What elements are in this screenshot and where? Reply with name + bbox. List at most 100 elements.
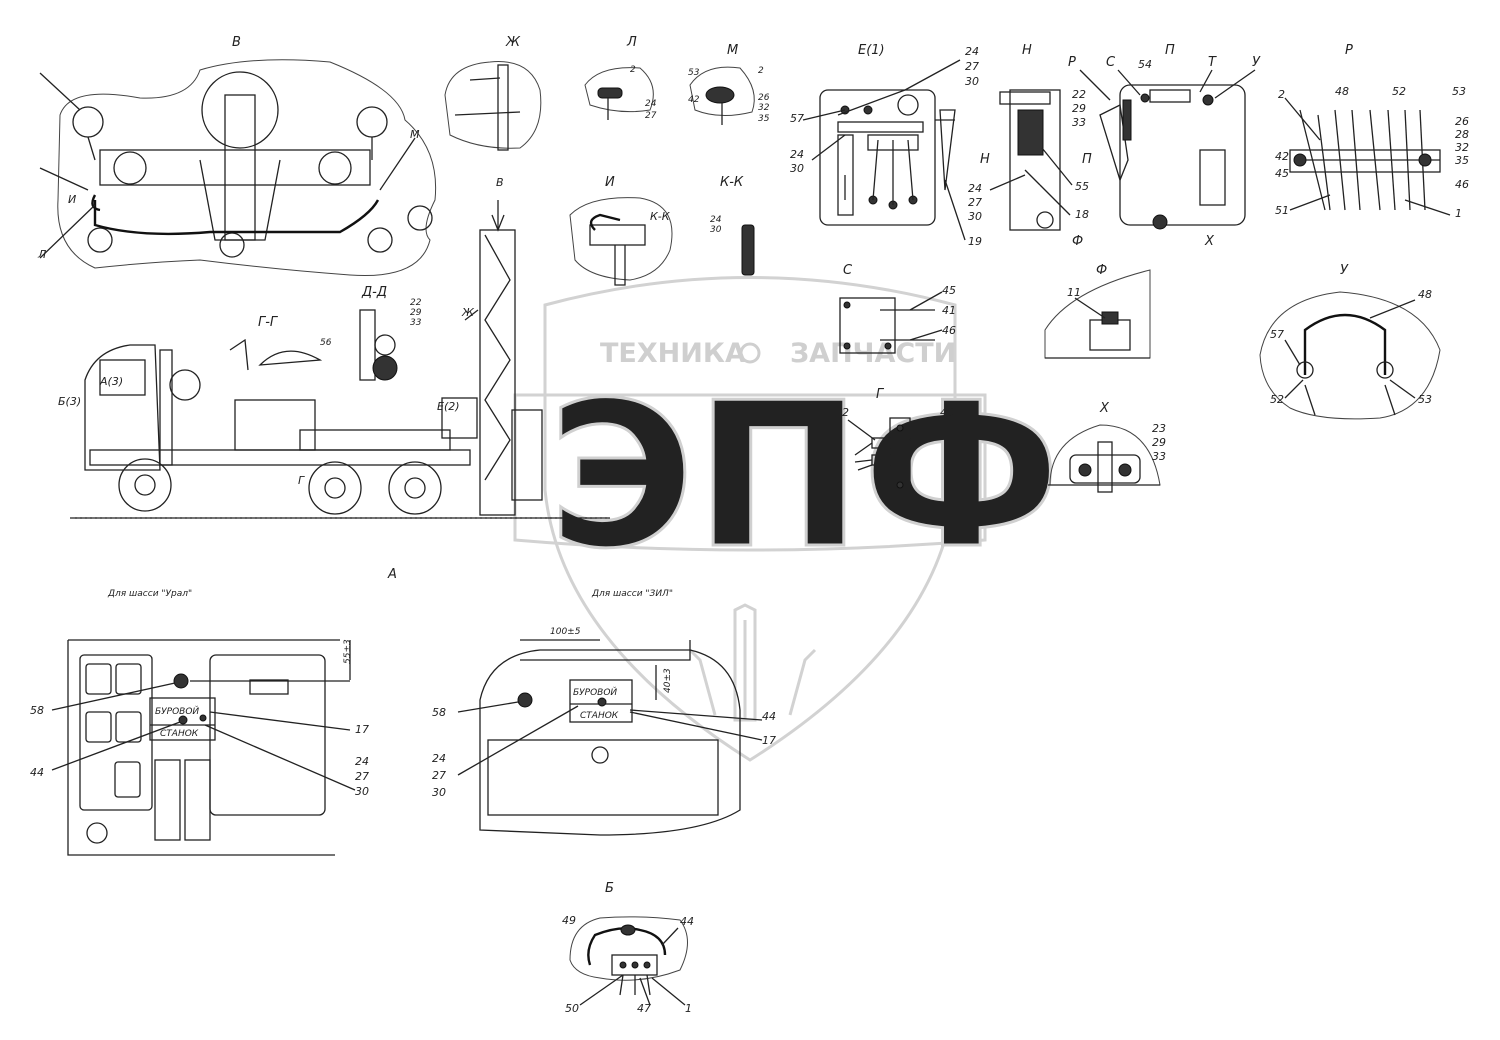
view-G: Г 2 40 [842, 387, 954, 494]
lbl-I-K1: К-К [650, 210, 671, 223]
lbl-B-47: 47 [637, 1002, 651, 1015]
lbl-M-26: 26 [758, 93, 770, 103]
lbl-L-1: 2 [630, 65, 636, 75]
lbl-S2-46: 46 [942, 324, 956, 337]
lbl-R-42: 42 [1275, 150, 1289, 163]
lbl-U-52: 52 [1270, 393, 1284, 406]
lbl-N-33: 33 [1072, 116, 1086, 129]
lbl-N-55: 55 [1075, 180, 1089, 193]
lbl-KK-30: 30 [710, 225, 722, 235]
label-T: Т [1208, 55, 1217, 70]
lbl-P-54: 54 [1138, 58, 1152, 71]
gear-icon [739, 342, 761, 364]
panel-ural-line1: БУРОВОЙ [155, 705, 199, 717]
lbl-B-49: 49 [562, 914, 576, 927]
lbl-U-48: 48 [1418, 288, 1432, 301]
lbl-R-45: 45 [1275, 167, 1289, 180]
lbl-S2-41: 41 [942, 304, 956, 317]
view-Zh: Ж [444, 35, 542, 151]
panel-zil-line2: СТАНОК [580, 711, 619, 721]
lbl-R-1: 1 [1455, 207, 1462, 220]
label-X: Х [1204, 234, 1215, 249]
lbl-B3: Б(3) [58, 395, 81, 408]
view-X: Х 23 29 33 [1048, 401, 1166, 493]
lbl-N-18: 18 [1075, 208, 1089, 221]
lbl-ural-24: 24 [355, 755, 369, 768]
lbl-B-50: 50 [565, 1002, 579, 1015]
view-U: У 48 57 52 53 [1259, 263, 1441, 420]
view-label-P: П [1165, 43, 1175, 58]
lbl-ural-44: 44 [30, 766, 44, 779]
view-V: В И Л М [37, 35, 437, 277]
panel-ural: Для шасси "Урал" БУРОВОЙ СТАНОК 55±3 58 … [30, 589, 369, 856]
lbl-N-30: 30 [968, 210, 982, 223]
view-label-X: Х [1099, 401, 1110, 416]
lbl-R-53: 53 [1452, 85, 1466, 98]
view-P: П Р С Т У 54 Х [1068, 43, 1261, 249]
lbl-X-23: 23 [1152, 422, 1166, 435]
lbl-G-2: 2 [842, 406, 849, 419]
watermark-big-text: ЭПФ [548, 360, 1061, 593]
view-F: Ф 11 [1044, 263, 1151, 359]
label-I: И [68, 193, 76, 206]
dim-40: 40±3 [663, 668, 673, 693]
lbl-ural-30: 30 [355, 785, 369, 798]
lbl-DD-33: 33 [410, 318, 422, 328]
lbl-G-40: 40 [940, 406, 954, 419]
lbl-R-46: 46 [1455, 178, 1469, 191]
view-S2: С 45 41 46 [839, 263, 956, 354]
view-label-S2: С [843, 263, 853, 278]
view-label-R: Р [1345, 43, 1353, 58]
view-label-I: И [605, 175, 615, 190]
panel-zil: Для шасси "ЗИЛ" 100±5 БУРОВОЙ СТАНОК 40±… [432, 589, 776, 836]
lbl-L-3: 27 [645, 111, 657, 121]
view-label-F: Ф [1096, 263, 1107, 278]
lbl-N-24: 24 [968, 182, 982, 195]
wheat-logo-icon [688, 603, 817, 722]
view-label-M: М [727, 43, 738, 58]
lbl-E1-30b: 30 [790, 162, 804, 175]
view-label-Zh: Ж [505, 35, 521, 50]
lbl-B-1: 1 [685, 1002, 692, 1015]
view-label-V: В [232, 35, 241, 50]
view-label-U: У [1340, 263, 1349, 278]
lbl-M-2: 2 [758, 66, 764, 76]
lbl-N-29: 29 [1072, 102, 1086, 115]
panel-zil-line1: БУРОВОЙ [573, 686, 617, 698]
lbl-N-22: 22 [1072, 88, 1086, 101]
view-KK: К-К 24 30 [710, 175, 755, 276]
view-label-B: Б [605, 881, 614, 896]
lbl-R-26: 26 [1455, 115, 1469, 128]
lbl-E1-30: 30 [965, 75, 979, 88]
arrow-label-N: Н [980, 152, 990, 167]
dim-55: 55±3 [343, 639, 353, 664]
lbl-zil-17: 17 [762, 734, 776, 747]
view-L: Л 2 24 27 [584, 35, 657, 121]
lbl-E1-57: 57 [790, 112, 804, 125]
dim-100: 100±5 [550, 627, 581, 637]
lbl-A3: А(3) [99, 375, 123, 388]
label-R: Р [1068, 55, 1076, 70]
lbl-B-44: 44 [680, 915, 694, 928]
chassis-zil-label: Для шасси "ЗИЛ" [591, 589, 673, 599]
lbl-S2-45: 45 [942, 284, 956, 297]
lbl-R-28: 28 [1455, 128, 1469, 141]
lbl-zil-27: 27 [432, 769, 446, 782]
view-E1: Е(1) 24 27 30 57 24 30 19 [790, 43, 982, 248]
lbl-R-52: 52 [1392, 85, 1406, 98]
lbl-GG-56: 56 [320, 338, 332, 348]
lbl-E1-24b: 24 [790, 148, 804, 161]
lbl-zil-44: 44 [762, 710, 776, 723]
label-U: У [1252, 55, 1261, 70]
lbl-E1-19: 19 [968, 235, 982, 248]
view-label-G: Г [876, 387, 885, 402]
label-F: Ф [1072, 234, 1083, 249]
lbl-zil-24: 24 [432, 752, 446, 765]
view-R: Р 2 48 52 53 26 28 32 35 42 45 46 51 1 [1275, 43, 1469, 220]
lbl-R-35: 35 [1455, 154, 1469, 167]
lbl-truck-G: Г [298, 474, 305, 487]
arrow-label-P: П [1082, 152, 1092, 167]
watermark-text-left: ТЕХНИКА [600, 338, 746, 369]
lbl-truck-V: В [496, 176, 504, 189]
